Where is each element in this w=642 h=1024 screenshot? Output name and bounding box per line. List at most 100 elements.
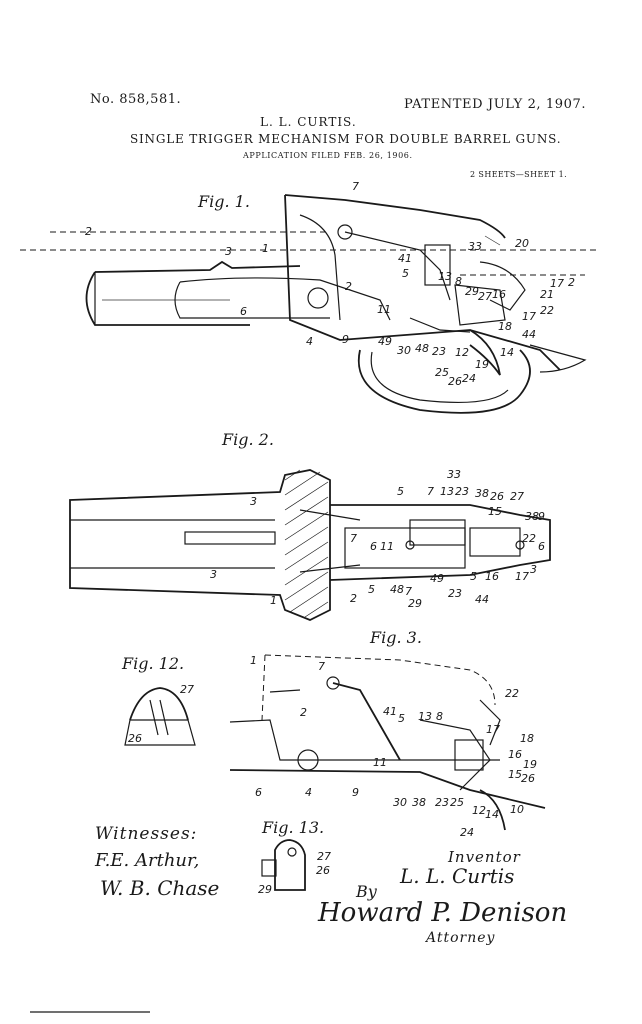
fig2-numeral: 22 <box>522 532 536 545</box>
fig1-numeral: 30 <box>397 344 411 357</box>
fig3-numeral: 9 <box>352 786 359 799</box>
fig2-numeral: 6 <box>538 540 545 553</box>
fig3-numeral: 17 <box>486 723 500 736</box>
fig2-numeral: 7 <box>405 585 412 598</box>
fig1-numeral: 33 <box>468 240 482 253</box>
fig1-numeral: 11 <box>377 303 391 316</box>
inventor-signature: L. L. Curtis <box>400 864 515 888</box>
fig3-numeral: 18 <box>520 732 534 745</box>
fig1-numeral: 2 <box>568 276 575 289</box>
fig3-numeral: 15 <box>508 768 522 781</box>
fig2-numeral: 5 <box>368 583 375 596</box>
fig1-numeral: 17 <box>522 310 536 323</box>
fig1-numeral: 16 <box>492 288 506 301</box>
fig3-numeral: 10 <box>510 803 524 816</box>
fig2-numeral: 23 <box>455 485 469 498</box>
fig-12-drawing <box>124 687 196 746</box>
inventor-name: L. L. CURTIS. <box>260 115 357 129</box>
fig1-numeral: 27 <box>478 290 492 303</box>
fig1-numeral: 44 <box>522 328 536 341</box>
fig1-numeral: 22 <box>540 304 554 317</box>
fig2-numeral: 11 <box>380 540 394 553</box>
fig3-numeral: 16 <box>508 748 522 761</box>
attorney-label: Attorney <box>426 930 496 946</box>
fig3-numeral: 38 <box>412 796 426 809</box>
fig2-numeral: 29 <box>408 597 422 610</box>
fig13-numeral: 26 <box>316 864 330 877</box>
fig2-numeral: 3 <box>210 568 217 581</box>
fig2-numeral: 16 <box>485 570 499 583</box>
fig1-numeral: 18 <box>498 320 512 333</box>
fig3-numeral: 19 <box>523 758 537 771</box>
fig2-numeral: 3 <box>250 495 257 508</box>
fig1-numeral: 1 <box>262 242 269 255</box>
fig1-numeral: 41 <box>398 252 412 265</box>
fig-1-drawing <box>20 194 600 414</box>
fig1-numeral: 13 <box>438 270 452 283</box>
fig-3-label: Fig. 3. <box>370 628 422 647</box>
fig3-numeral: 24 <box>460 826 474 839</box>
fig-2-drawing <box>69 469 551 621</box>
fig-12-label: Fig. 12. <box>122 654 185 673</box>
fig2-numeral: 5 <box>470 570 477 583</box>
fig2-numeral: 38 <box>475 487 489 500</box>
fig3-numeral: 6 <box>255 786 262 799</box>
patent-number: No. 858,581. <box>90 92 182 107</box>
fig-1-label: Fig. 1. <box>198 192 250 211</box>
attorney-signature: Howard P. Denison <box>318 898 568 928</box>
fig2-numeral: 49 <box>430 572 444 585</box>
fig1-numeral: 3 <box>225 245 232 258</box>
fig-13-drawing <box>261 839 306 891</box>
fig2-numeral: 33 <box>447 468 461 481</box>
fig3-numeral: 26 <box>521 772 535 785</box>
fig1-numeral: 12 <box>455 346 469 359</box>
fig1-numeral: 20 <box>515 237 529 250</box>
fig1-numeral: 6 <box>240 305 247 318</box>
fig2-numeral: 23 <box>448 587 462 600</box>
fig3-numeral: 5 <box>398 712 405 725</box>
patent-title: SINGLE TRIGGER MECHANISM FOR DOUBLE BARR… <box>130 132 562 146</box>
witness-2-signature: W. B. Chase <box>100 876 220 900</box>
fig12-numeral: 27 <box>180 683 194 696</box>
fig-13-label: Fig. 13. <box>262 818 325 837</box>
fig1-numeral: 29 <box>465 285 479 298</box>
fig-2-label: Fig. 2. <box>222 430 274 449</box>
fig2-numeral: 17 <box>515 570 529 583</box>
fig1-numeral: 48 <box>415 342 429 355</box>
fig2-numeral: 6 <box>370 540 377 553</box>
fig13-numeral: 27 <box>317 850 331 863</box>
fig2-numeral: 7 <box>350 532 357 545</box>
fig2-numeral: 27 <box>510 490 524 503</box>
fig3-numeral: 25 <box>450 796 464 809</box>
fig3-numeral: 23 <box>435 796 449 809</box>
fig1-numeral: 19 <box>475 358 489 371</box>
fig2-numeral: 15 <box>488 505 502 518</box>
sheet-count: 2 SHEETS—SHEET 1. <box>470 170 568 179</box>
fig13-numeral: 29 <box>258 883 272 896</box>
fig2-numeral: 26 <box>490 490 504 503</box>
fig-12-numerals: 27 26 <box>128 683 194 745</box>
fig3-numeral: 4 <box>305 786 312 799</box>
fig12-numeral: 26 <box>128 732 142 745</box>
fig1-numeral: 14 <box>500 346 514 359</box>
fig1-numeral: 8 <box>455 275 462 288</box>
witnesses-label: Witnesses: <box>95 824 198 844</box>
application-filed: APPLICATION FILED FEB. 26, 1906. <box>243 151 413 160</box>
fig2-numeral: 7 <box>427 485 434 498</box>
fig3-numeral: 30 <box>393 796 407 809</box>
fig2-numeral: 9 <box>538 510 545 523</box>
fig2-numeral: 1 <box>270 594 277 607</box>
fig3-numeral: 41 <box>383 705 397 718</box>
fig3-numeral: 14 <box>485 808 499 821</box>
fig1-numeral: 26 <box>448 375 462 388</box>
patented-date: PATENTED JULY 2, 1907. <box>404 97 587 112</box>
fig2-numeral: 3 <box>530 563 537 576</box>
fig2-numeral: 44 <box>475 593 489 606</box>
inventor-label: Inventor <box>448 848 521 866</box>
